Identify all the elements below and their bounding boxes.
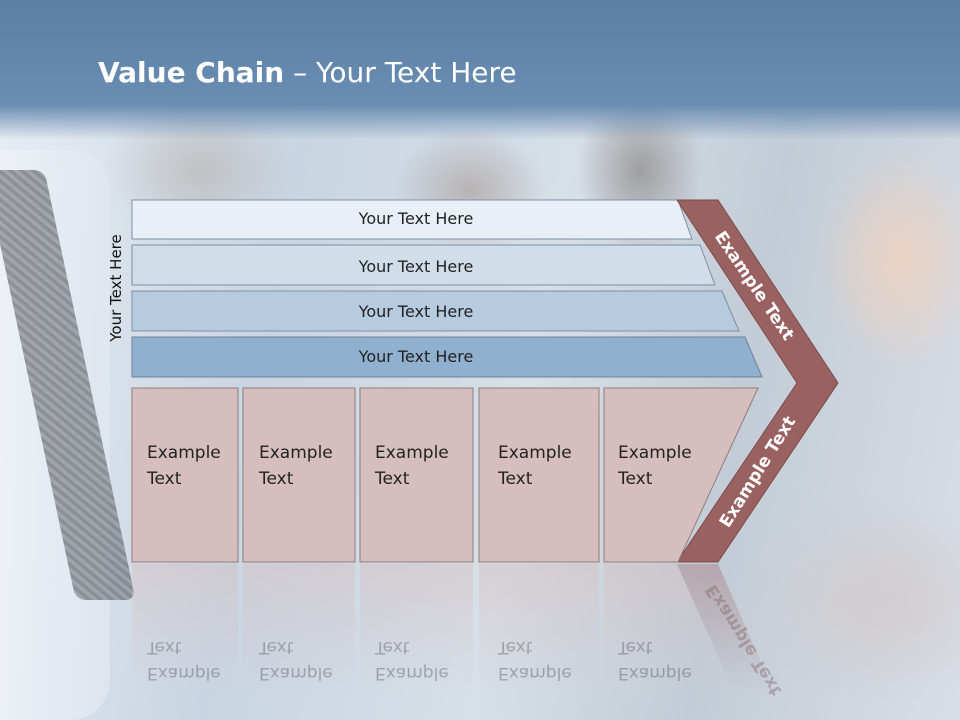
bar-3 bbox=[131, 290, 740, 332]
reflection-box-5 bbox=[604, 564, 735, 694]
bar-2 bbox=[131, 244, 716, 286]
box-3-reflection-text: Example Text bbox=[375, 634, 449, 686]
box-5-reflection-text: Example Text bbox=[618, 634, 692, 686]
box-3-line2: Text bbox=[375, 469, 410, 489]
box-5-reflection-line1: Example bbox=[618, 663, 692, 683]
reflection-box-1 bbox=[132, 564, 238, 694]
box-2-line2: Text bbox=[259, 469, 294, 489]
box-1-line1: Example bbox=[147, 443, 221, 463]
bar-3-label: Your Text Here bbox=[358, 302, 474, 321]
bar-2-label: Your Text Here bbox=[358, 257, 474, 276]
box-3-reflection-line2: Text bbox=[375, 637, 410, 657]
box-1-text: Example Text bbox=[147, 440, 221, 492]
box-5-text: Example Text bbox=[618, 440, 692, 492]
reflection-box-4 bbox=[479, 564, 599, 694]
box-2-text: Example Text bbox=[259, 440, 333, 492]
box-4 bbox=[478, 387, 600, 563]
reflection-box-2 bbox=[243, 564, 355, 694]
bar-4 bbox=[131, 336, 763, 378]
box-4-reflection-text: Example Text bbox=[498, 634, 572, 686]
box-1-reflection-line1: Example bbox=[147, 663, 221, 683]
box-1-reflection-line2: Text bbox=[147, 637, 182, 657]
bar-1-label: Your Text Here bbox=[358, 209, 474, 228]
slide-title: Value Chain – Your Text Here bbox=[98, 56, 517, 89]
box-1-reflection-text: Example Text bbox=[147, 634, 221, 686]
box-3-line1: Example bbox=[375, 443, 449, 463]
box-4-line1: Example bbox=[498, 443, 572, 463]
box-1-line2: Text bbox=[147, 469, 182, 489]
bar-4-label: Your Text Here bbox=[358, 347, 474, 366]
bar-1 bbox=[131, 199, 693, 240]
box-4-line2: Text bbox=[498, 469, 533, 489]
box-5-line1: Example bbox=[618, 443, 692, 463]
box-3-text: Example Text bbox=[375, 440, 449, 492]
title-bold: Value Chain bbox=[98, 56, 285, 89]
box-2-reflection-line2: Text bbox=[259, 637, 294, 657]
box-5-reflection-line2: Text bbox=[618, 637, 653, 657]
box-3-reflection-line1: Example bbox=[375, 663, 449, 683]
box-4-reflection-line1: Example bbox=[498, 663, 572, 683]
box-5 bbox=[603, 387, 759, 563]
box-2-line1: Example bbox=[259, 443, 333, 463]
box-2-reflection-text: Example Text bbox=[259, 634, 333, 686]
title-rest: – Your Text Here bbox=[284, 56, 517, 89]
box-1 bbox=[131, 387, 239, 563]
chevron-arrow bbox=[676, 199, 839, 563]
title-bar bbox=[0, 0, 960, 140]
box-2-reflection-line1: Example bbox=[259, 663, 333, 683]
box-4-reflection-line2: Text bbox=[498, 637, 533, 657]
box-4-text: Example Text bbox=[498, 440, 572, 492]
box-2 bbox=[242, 387, 356, 563]
reflection-box-3 bbox=[360, 564, 473, 694]
reflection-arrow bbox=[677, 564, 775, 694]
box-5-line2: Text bbox=[618, 469, 653, 489]
box-3 bbox=[359, 387, 474, 563]
